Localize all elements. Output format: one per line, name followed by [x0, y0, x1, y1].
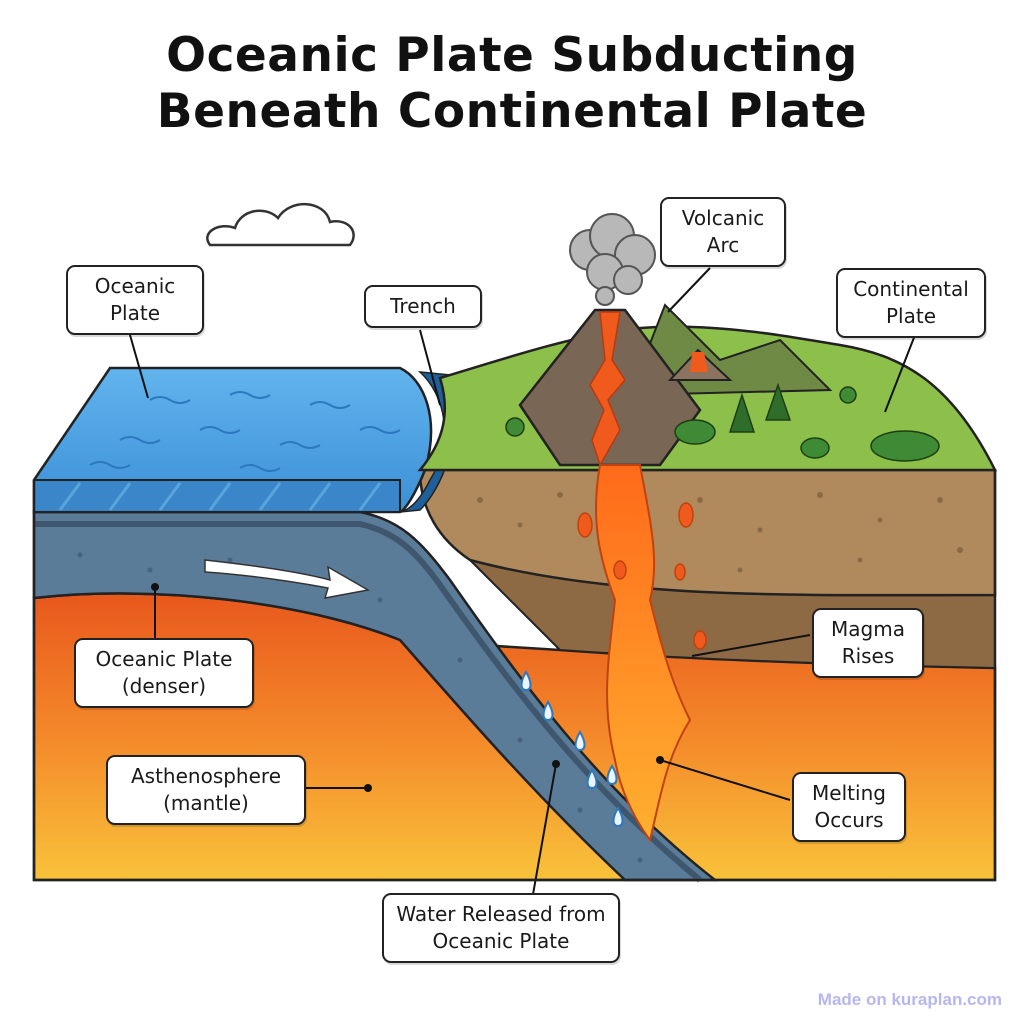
- ash-cloud: [569, 213, 656, 306]
- label-magma-rises: Magma Rises: [812, 608, 924, 678]
- water-droplets: [520, 670, 624, 828]
- sky-cloud: [206, 202, 355, 247]
- title-line-1: Oceanic Plate Subducting: [166, 28, 858, 83]
- trees: [505, 382, 940, 462]
- oceanic-plate-top-edge: [34, 521, 702, 883]
- label-melting-occurs: Melting Occurs: [792, 772, 906, 842]
- continental-crust: [418, 468, 997, 597]
- plate-motion-arrow: [204, 559, 371, 599]
- label-volcanic-arc: Volcanic Arc: [660, 197, 786, 267]
- label-trench: Trench: [364, 285, 482, 328]
- small-volcano-lava: [690, 352, 708, 372]
- label-oceanic-plate-denser: Oceanic Plate (denser): [74, 638, 254, 708]
- credit-text: Made on kuraplan.com: [817, 990, 1002, 1009]
- block-outline: [32, 470, 997, 882]
- ocean-waves: [89, 391, 401, 472]
- volcano-lava-flow: [589, 311, 626, 467]
- magma-plume: [595, 464, 692, 843]
- label-water-released: Water Released from Oceanic Plate: [382, 893, 620, 963]
- leader-lines: [129, 267, 916, 901]
- crust-speckles: [477, 492, 963, 573]
- title-line-2: Beneath Continental Plate: [156, 84, 868, 139]
- label-oceanic-plate: Oceanic Plate: [66, 265, 204, 335]
- label-continental-plate: Continental Plate: [836, 268, 986, 338]
- label-asthenosphere: Asthenosphere (mantle): [106, 755, 306, 825]
- subducting-oceanic-plate: [32, 510, 719, 882]
- page-title: Oceanic Plate Subducting Beneath Contine…: [0, 28, 1024, 140]
- magma-blobs: [577, 502, 707, 650]
- ocean-front-hatch: [58, 482, 382, 511]
- leader-dots: [151, 583, 664, 792]
- ocean-front-face: [33, 479, 401, 513]
